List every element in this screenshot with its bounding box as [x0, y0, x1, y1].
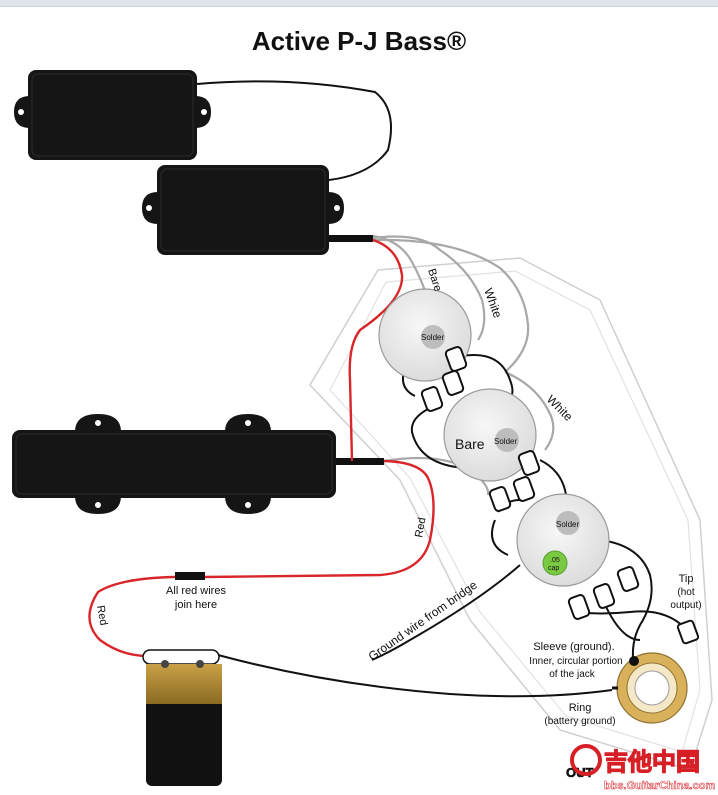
p-pickup-upper-coil [14, 70, 211, 160]
volume-pot [378, 288, 472, 412]
label-solder-1: Solder [421, 333, 444, 342]
control-plate-inner [329, 270, 701, 753]
control-plate-outline [309, 257, 713, 771]
label-cap-2: cap [548, 565, 559, 572]
label-red-right: Red [413, 517, 428, 539]
label-sleeve-3: of the jack [549, 669, 596, 680]
label-solder-3: Solder [556, 520, 579, 529]
label-tip-1: Tip [679, 573, 694, 585]
label-tip-2: (hot [677, 587, 694, 598]
output-jack [612, 619, 700, 724]
diagram-title: Active P-J Bass® [251, 26, 467, 56]
label-bare-mid: Bare [455, 436, 485, 452]
label-tip-3: output) [670, 600, 701, 611]
label-ground-wire: Ground wire from bridge [366, 578, 480, 664]
label-sleeve-1: Sleeve (ground). [533, 641, 614, 653]
coil-link-wire [196, 80, 392, 181]
black-wires [217, 350, 686, 698]
label-solder-2: Solder [494, 437, 517, 446]
label-white-mid: White [544, 392, 576, 424]
blend-pot [443, 388, 541, 512]
label-ring-1: Ring [569, 702, 592, 714]
label-ring-2: (battery ground) [544, 716, 615, 727]
p-pickup [14, 70, 344, 255]
tone-capacitor [542, 550, 568, 576]
label-cap-1: .05 [550, 557, 560, 564]
label-red-left: Red [94, 604, 109, 626]
top-border [0, 0, 718, 7]
p-pickup-lower-coil [142, 165, 344, 255]
watermark-url: bbs.GuitarChina.com [604, 780, 715, 792]
p-pickup-cable [329, 235, 373, 242]
red-wire-junction [175, 572, 205, 580]
tone-pot [516, 493, 640, 620]
label-join-1: All red wires [166, 585, 226, 597]
watermark: 吉他中国 bbs.GuitarChina.com [570, 744, 716, 792]
j-pickup [12, 414, 336, 514]
label-battery-1: 9-Volt [167, 710, 201, 725]
label-join-2: join here [174, 599, 217, 611]
j-pickup-cable [336, 458, 384, 465]
watermark-brand: 吉他中国 [604, 749, 700, 776]
label-sleeve-2: Inner, circular portion [529, 656, 622, 667]
label-battery-2: Battery [163, 727, 205, 742]
battery [142, 649, 222, 786]
